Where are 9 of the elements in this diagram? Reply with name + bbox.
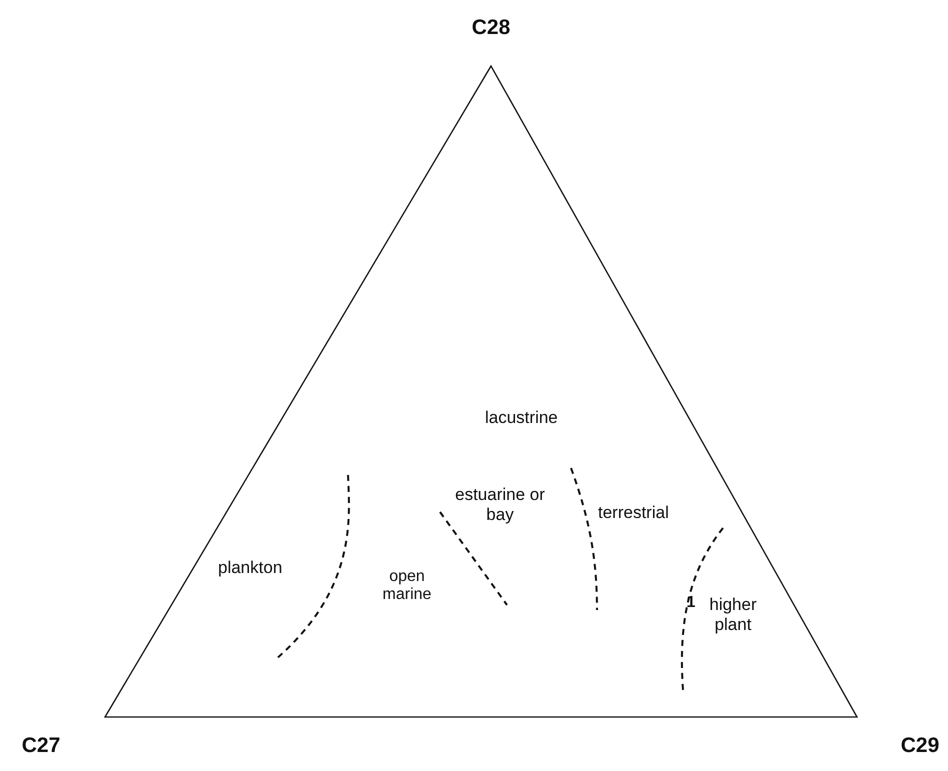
region-label: lacustrine	[485, 408, 559, 428]
region-label: terrestrial	[598, 503, 670, 523]
region-label: open marine	[382, 568, 432, 605]
region-label: higher plant	[708, 595, 758, 634]
region-label: estuarine or bay	[454, 485, 546, 524]
vertex-label: C27	[20, 734, 62, 758]
vertex-label: C29	[900, 734, 940, 758]
vertex-label: C28	[470, 16, 512, 40]
region-label: plankton	[218, 558, 284, 578]
